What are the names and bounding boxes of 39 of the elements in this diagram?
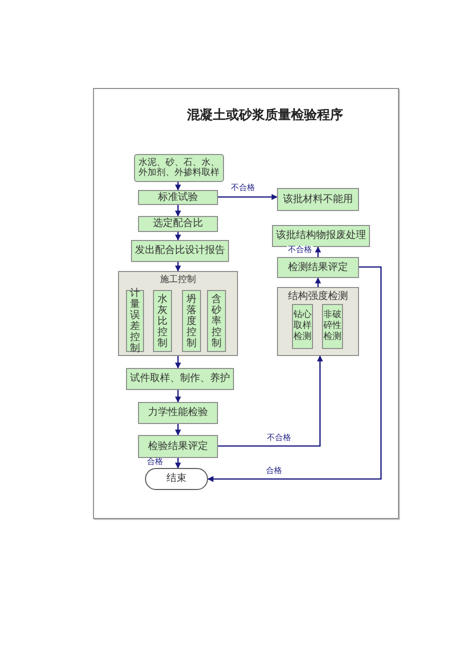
edge-label: 不合格 [230, 184, 256, 193]
edge-label: 不合格 [287, 246, 313, 255]
process-box: 水灰比控制 [153, 290, 172, 352]
process-box: 该批材料不能用 [277, 188, 359, 211]
process-box: 标准试验 [138, 190, 218, 205]
arrow [315, 277, 321, 287]
group-box [277, 287, 359, 356]
arrow [175, 262, 181, 272]
process-box: 该批结构物报废处理 [272, 225, 370, 247]
process-box: 钻心取样检测 [292, 304, 313, 349]
process-box: 非破碎性检测 [322, 304, 343, 349]
process-box: 力学性能检验 [138, 402, 218, 424]
edge-label: 合格 [265, 467, 283, 476]
process-box: 检测结果评定 [277, 257, 359, 278]
group-heading: 结构强度检测 [288, 291, 348, 302]
arrow [175, 182, 181, 191]
diagram-title: 混凝土或砂浆质量检验程序 [186, 106, 344, 124]
process-box: 试件取样、制作、养护 [126, 368, 234, 390]
process-box: 发出配合比设计报告 [131, 240, 229, 262]
arrow [175, 458, 181, 469]
arrow [175, 356, 181, 369]
process-box: 水泥、砂、石、水、外加剂、外掺料取样 [134, 154, 224, 182]
process-box: 检验结果评定 [138, 435, 218, 458]
arrow [175, 232, 181, 241]
edge-label: 不合格 [266, 434, 292, 443]
arrow [175, 390, 181, 403]
process-box: 计量误差控制 [126, 290, 144, 352]
arrow [207, 266, 382, 482]
edge-label: 合格 [146, 458, 164, 467]
arrow [315, 246, 321, 257]
arrow [175, 205, 181, 217]
arrow [218, 355, 323, 447]
process-box: 含砂率控制 [207, 290, 226, 352]
group-heading: 施工控制 [160, 275, 196, 286]
group-box [118, 271, 238, 356]
arrow [175, 424, 181, 436]
process-box: 选定配合比 [138, 216, 218, 232]
process-box: 坍落度控制 [182, 290, 201, 352]
arrow [218, 194, 278, 200]
